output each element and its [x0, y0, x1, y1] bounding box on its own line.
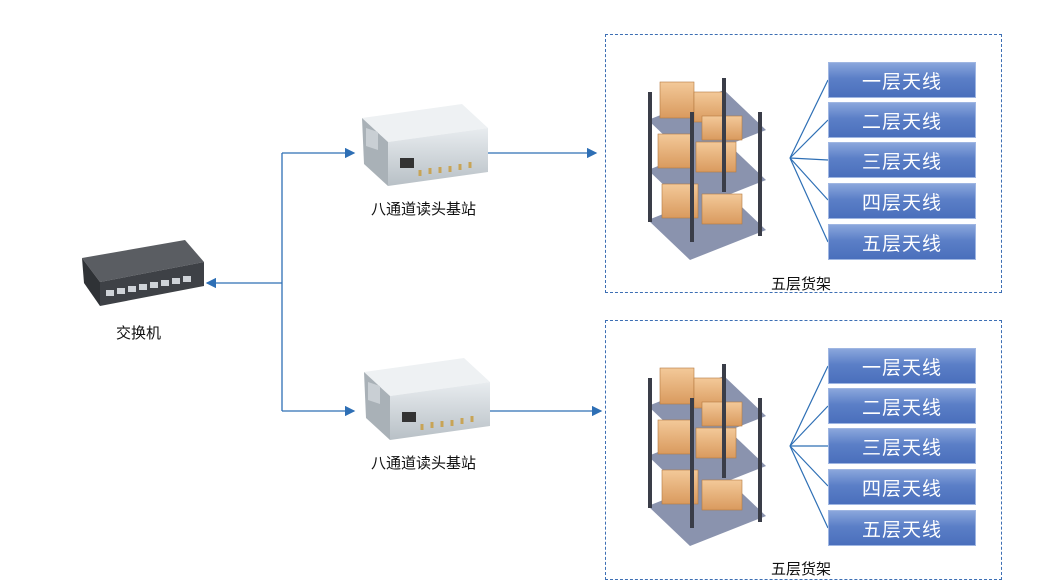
antenna-layer-5: 五层天线 [828, 510, 976, 546]
antenna-layer-1: 一层天线 [828, 62, 976, 98]
antenna-layer-1: 一层天线 [828, 348, 976, 384]
shelf-label-1: 五层货架 [771, 275, 832, 293]
shelf-label-2: 五层货架 [771, 560, 832, 578]
antenna-layer-4: 四层天线 [828, 183, 976, 219]
antenna-layer-4: 四层天线 [828, 469, 976, 505]
switch-label: 交换机 [116, 324, 162, 342]
shelf-group-2 [605, 320, 1002, 580]
antenna-layer-3: 三层天线 [828, 142, 976, 178]
antenna-fanout-1 [789, 79, 829, 243]
shelf-rack-image-2 [648, 364, 766, 546]
reader-device-image-2 [364, 358, 490, 440]
reader-device-image-1 [362, 104, 488, 186]
antenna-layer-5: 五层天线 [828, 224, 976, 260]
switch-device-image [82, 240, 204, 306]
reader-label-2: 八通道读头基站 [371, 454, 477, 472]
antenna-fanout-2 [789, 365, 829, 529]
antenna-layer-2: 二层天线 [828, 102, 976, 138]
shelf-group-1 [605, 34, 1002, 293]
reader-label-1: 八通道读头基站 [371, 200, 477, 218]
connector-lines [205, 147, 603, 417]
shelf-rack-image-1 [648, 78, 766, 260]
antenna-layer-3: 三层天线 [828, 428, 976, 464]
antenna-layer-2: 二层天线 [828, 388, 976, 424]
